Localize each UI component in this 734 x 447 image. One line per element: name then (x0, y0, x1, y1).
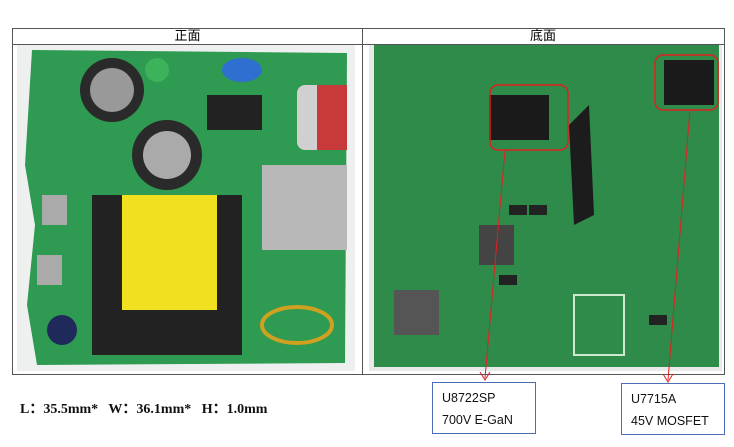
callout-desc: 700V E-GaN (442, 413, 513, 427)
callout-desc: 45V MOSFET (631, 414, 709, 428)
header-front: 正面 (13, 29, 362, 45)
column-divider (362, 29, 363, 374)
comparison-table: 正面 底面 (12, 28, 725, 375)
board-dimensions: L：35.5mm* W：36.1mm* H：1.0mm (20, 402, 268, 417)
front-pcb-photo (17, 45, 355, 371)
callout-u7715a: U7715A 45V MOSFET (621, 383, 725, 435)
bottom-pcb-photo (369, 45, 722, 371)
header-bottom: 底面 (362, 29, 724, 45)
callout-part: U7715A (631, 392, 677, 406)
callout-u8722sp: U8722SP 700V E-GaN (432, 382, 536, 434)
callout-part: U8722SP (442, 391, 496, 405)
